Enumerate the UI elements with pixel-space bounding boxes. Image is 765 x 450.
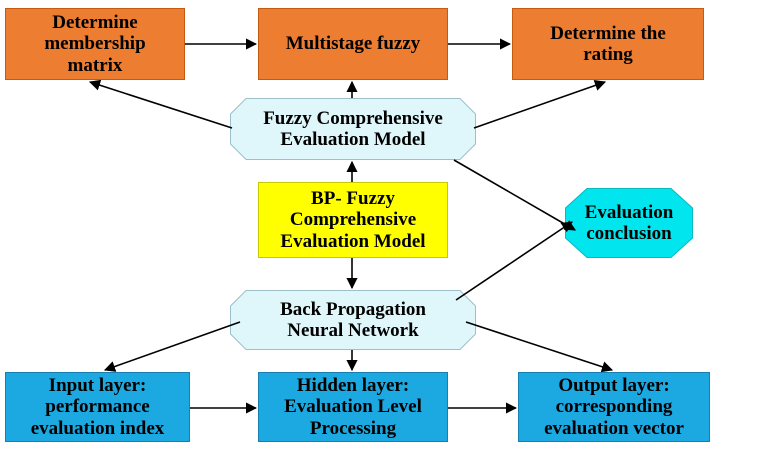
- multistage-fuzzy-label: Multistage fuzzy: [285, 33, 421, 55]
- fuzzy-model-octagon-shape: [230, 98, 476, 160]
- determine-membership-matrix-label: Determine membership matrix: [44, 12, 146, 76]
- bp-fuzzy-comprehensive-evaluation-model-box: BP- Fuzzy Comprehensive Evaluation Model: [258, 182, 448, 258]
- arrow-bp-network-to-output-layer: [465, 321, 614, 373]
- input-layer-label: Input layer: performance evaluation inde…: [30, 375, 165, 439]
- arrow-fuzzy-model-to-rating: [473, 80, 607, 129]
- output-layer-label: Output layer: corresponding evaluation v…: [544, 375, 684, 439]
- arrow-bp-network-to-conclusion: [455, 221, 573, 301]
- fuzzy-comprehensive-evaluation-model-node: Fuzzy Comprehensive Evaluation Model: [230, 98, 476, 160]
- arrow-fuzzy-model-to-conclusion: [453, 159, 576, 231]
- hidden-layer-box: Hidden layer: Evaluation Level Processin…: [258, 372, 448, 442]
- multistage-fuzzy-box: Multistage fuzzy: [258, 8, 448, 80]
- evaluation-conclusion-label: Evaluation conclusion: [584, 201, 674, 244]
- output-layer-box: Output layer: corresponding evaluation v…: [518, 372, 710, 442]
- evaluation-conclusion-node: Evaluation conclusion: [565, 188, 693, 258]
- bp-network-octagon-shape: [230, 290, 476, 350]
- evaluation-conclusion-octagon-shape: [565, 188, 693, 258]
- determine-the-rating-label: Determine the rating: [550, 22, 666, 65]
- arrow-bp-network-to-input-layer: [103, 321, 241, 372]
- back-propagation-neural-network-label: Back Propagation Neural Network: [280, 298, 426, 341]
- determine-the-rating-box: Determine the rating: [512, 8, 704, 80]
- bp-fuzzy-comprehensive-evaluation-model-label: BP- Fuzzy Comprehensive Evaluation Model: [280, 188, 426, 252]
- arrow-fuzzy-model-to-membership: [88, 79, 233, 129]
- determine-membership-matrix-box: Determine membership matrix: [5, 8, 185, 80]
- back-propagation-neural-network-node: Back Propagation Neural Network: [230, 290, 476, 350]
- input-layer-box: Input layer: performance evaluation inde…: [5, 372, 190, 442]
- hidden-layer-label: Hidden layer: Evaluation Level Processin…: [284, 375, 422, 439]
- fuzzy-comprehensive-evaluation-model-label: Fuzzy Comprehensive Evaluation Model: [263, 107, 443, 150]
